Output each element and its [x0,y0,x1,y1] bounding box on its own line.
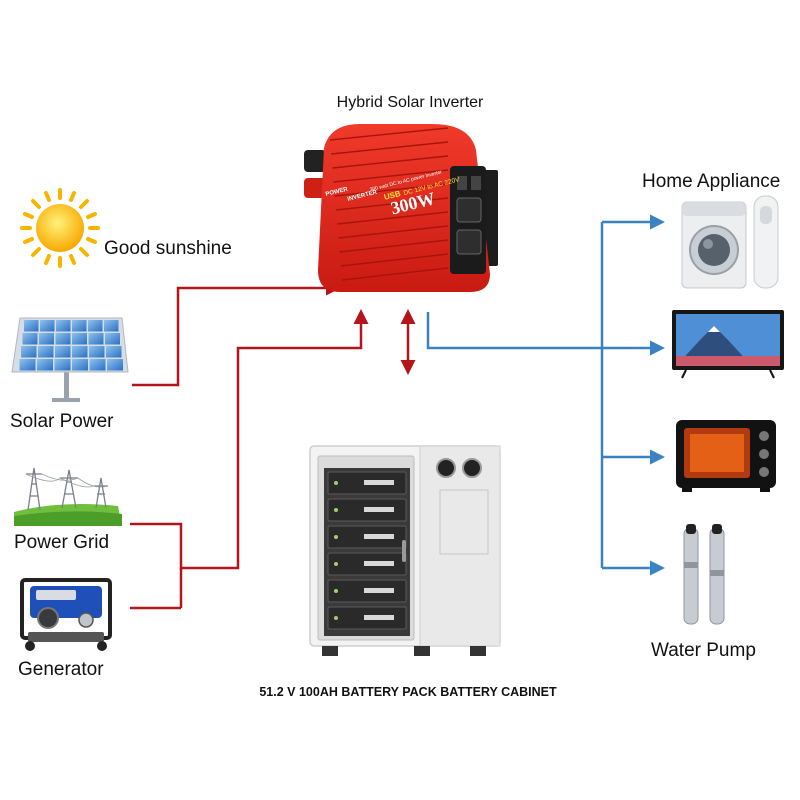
tv-icon [672,310,784,379]
battery-module-label-plate [364,534,394,539]
battery-module-label-plate [364,507,394,512]
washing-machine-icon [681,201,747,289]
battery-status-led [334,589,338,593]
oven-icon [676,420,776,492]
solar-cell [88,333,104,345]
output-lines [426,214,665,576]
inverter-rib [334,183,449,197]
labels: Hybrid Solar Inverter Good sunshine Sola… [10,94,780,699]
solar-cell [38,346,54,358]
inverter-usb-label: USB [383,189,402,202]
battery-status-led [334,535,338,539]
solar-cell [21,346,37,358]
battery-status-led [334,562,338,566]
solar-cell [107,359,123,371]
inverter-label: Hybrid Solar Inverter [337,94,484,111]
battery-module-label-plate [364,480,394,485]
solar-cell [89,359,106,371]
inverter-rib [331,141,449,155]
inverter-icon: POWER INVERTER 300 watt DC to AC power i… [304,124,498,292]
solar-cell [106,346,122,358]
power-tower-icon [14,467,122,526]
solar-cell [39,333,54,345]
sunshine-label: Good sunshine [104,238,232,259]
solar-cell [19,359,36,371]
inverter-output-line [426,312,665,356]
solar-cell [72,359,88,371]
solar-cell [40,320,55,332]
generator-icon [20,578,112,651]
solar-cell [104,320,119,332]
solar-cell [22,333,38,345]
solar-power-label: Solar Power [10,411,114,432]
air-conditioner-icon [753,195,779,289]
battery-module-label-plate [364,588,394,593]
solar-cell [37,359,53,371]
water-pump-icon [683,524,725,625]
inverter-rib [339,239,449,253]
inverter-brand-line1: POWER [325,186,349,197]
solar-cell [56,320,71,332]
solar-cell [88,320,103,332]
generator-label: Generator [18,659,104,680]
solar-cell [72,333,87,345]
solar-cell [105,333,120,345]
grid-to-inverter-line [130,309,369,570]
sun-icon [20,188,100,268]
inverter-rib [329,127,449,141]
solar-panel-icon [11,317,129,402]
solar-cell [89,346,105,358]
battery-module-label-plate [364,561,394,566]
solar-to-inverter-line [132,280,341,387]
input-lines [130,280,416,610]
inverter-rib [340,253,449,267]
home-appliance-label: Home Appliance [642,171,780,192]
solar-cell [24,320,39,332]
inverter-rib [335,197,449,211]
solar-cell [72,320,87,332]
battery-status-led [334,508,338,512]
inverter-rib [341,267,449,281]
inverter-rib [333,169,449,183]
battery-cabinet-label: 51.2 V 100AH BATTERY PACK BATTERY CABINE… [259,685,557,699]
inverter-rib [337,211,449,225]
battery-status-led [334,481,338,485]
solar-cell [54,359,71,371]
power-grid-label: Power Grid [14,532,109,553]
solar-cell [72,346,88,358]
water-pump-label: Water Pump [651,640,756,661]
inverter-rib [338,225,449,239]
inverter-rib [332,155,449,169]
battery-module-label-plate [364,615,394,620]
battery-status-led [334,616,338,620]
battery-cabinet-icon [309,445,501,656]
solar-cell [55,346,71,358]
solar-cell [55,333,71,345]
